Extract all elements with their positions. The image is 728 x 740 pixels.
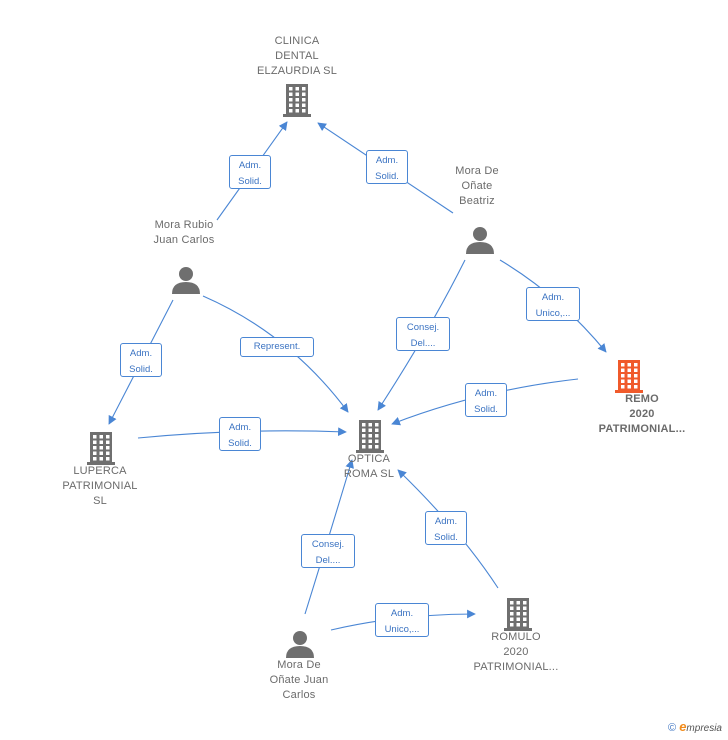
node-label-optica[interactable]: OPTICA ROMA SL bbox=[343, 453, 395, 480]
edge-label-e5[interactable]: Consej. Del.... bbox=[396, 317, 450, 351]
person-icon bbox=[466, 227, 494, 254]
edge-label-e11[interactable]: Adm. Unico,... bbox=[375, 603, 429, 637]
node-label-romulo[interactable]: ROMULO 2020 PATRIMONIAL... bbox=[473, 631, 559, 673]
brand-name: mpresia bbox=[686, 723, 722, 734]
edge-label-e2[interactable]: Adm. Solid. bbox=[366, 150, 408, 184]
edge-label-e4[interactable]: Represent. bbox=[240, 337, 314, 357]
building-icon bbox=[87, 432, 115, 465]
edge-label-e8[interactable]: Adm. Solid. bbox=[219, 417, 261, 451]
edge-label-e7[interactable]: Adm. Solid. bbox=[465, 383, 507, 417]
person-icon bbox=[286, 631, 314, 658]
building-icon bbox=[504, 598, 532, 631]
brand-logo: empresia bbox=[679, 719, 722, 734]
node-label-mora-beatriz[interactable]: Mora De Oñate Beatriz bbox=[455, 165, 499, 207]
edges-layer bbox=[108, 121, 607, 631]
node-label-mora-rubio[interactable]: Mora Rubio Juan Carlos bbox=[153, 219, 215, 246]
copyright-symbol: © bbox=[668, 722, 677, 734]
edge-label-e3[interactable]: Adm. Solid. bbox=[120, 343, 162, 377]
node-label-remo[interactable]: REMO 2020 PATRIMONIAL... bbox=[598, 393, 686, 435]
person-icon bbox=[172, 267, 200, 294]
brand-initial: e bbox=[679, 719, 687, 734]
edge-label-e10[interactable]: Adm. Solid. bbox=[425, 511, 467, 545]
node-label-luperca[interactable]: LUPERCA PATRIMONIAL SL bbox=[62, 465, 138, 507]
building-icon bbox=[283, 84, 311, 117]
building-icon bbox=[356, 420, 384, 453]
building-icon bbox=[615, 360, 643, 393]
node-label-clinica[interactable]: CLINICA DENTAL ELZAURDIA SL bbox=[256, 35, 338, 77]
icons-layer bbox=[87, 84, 643, 658]
edge-label-e9[interactable]: Consej. Del.... bbox=[301, 534, 355, 568]
node-label-mora-juan[interactable]: Mora De Oñate Juan Carlos bbox=[269, 659, 329, 701]
copyright: © empresia bbox=[668, 719, 722, 734]
edge-label-e6[interactable]: Adm. Unico,... bbox=[526, 287, 580, 321]
edge-label-e1[interactable]: Adm. Solid. bbox=[229, 155, 271, 189]
